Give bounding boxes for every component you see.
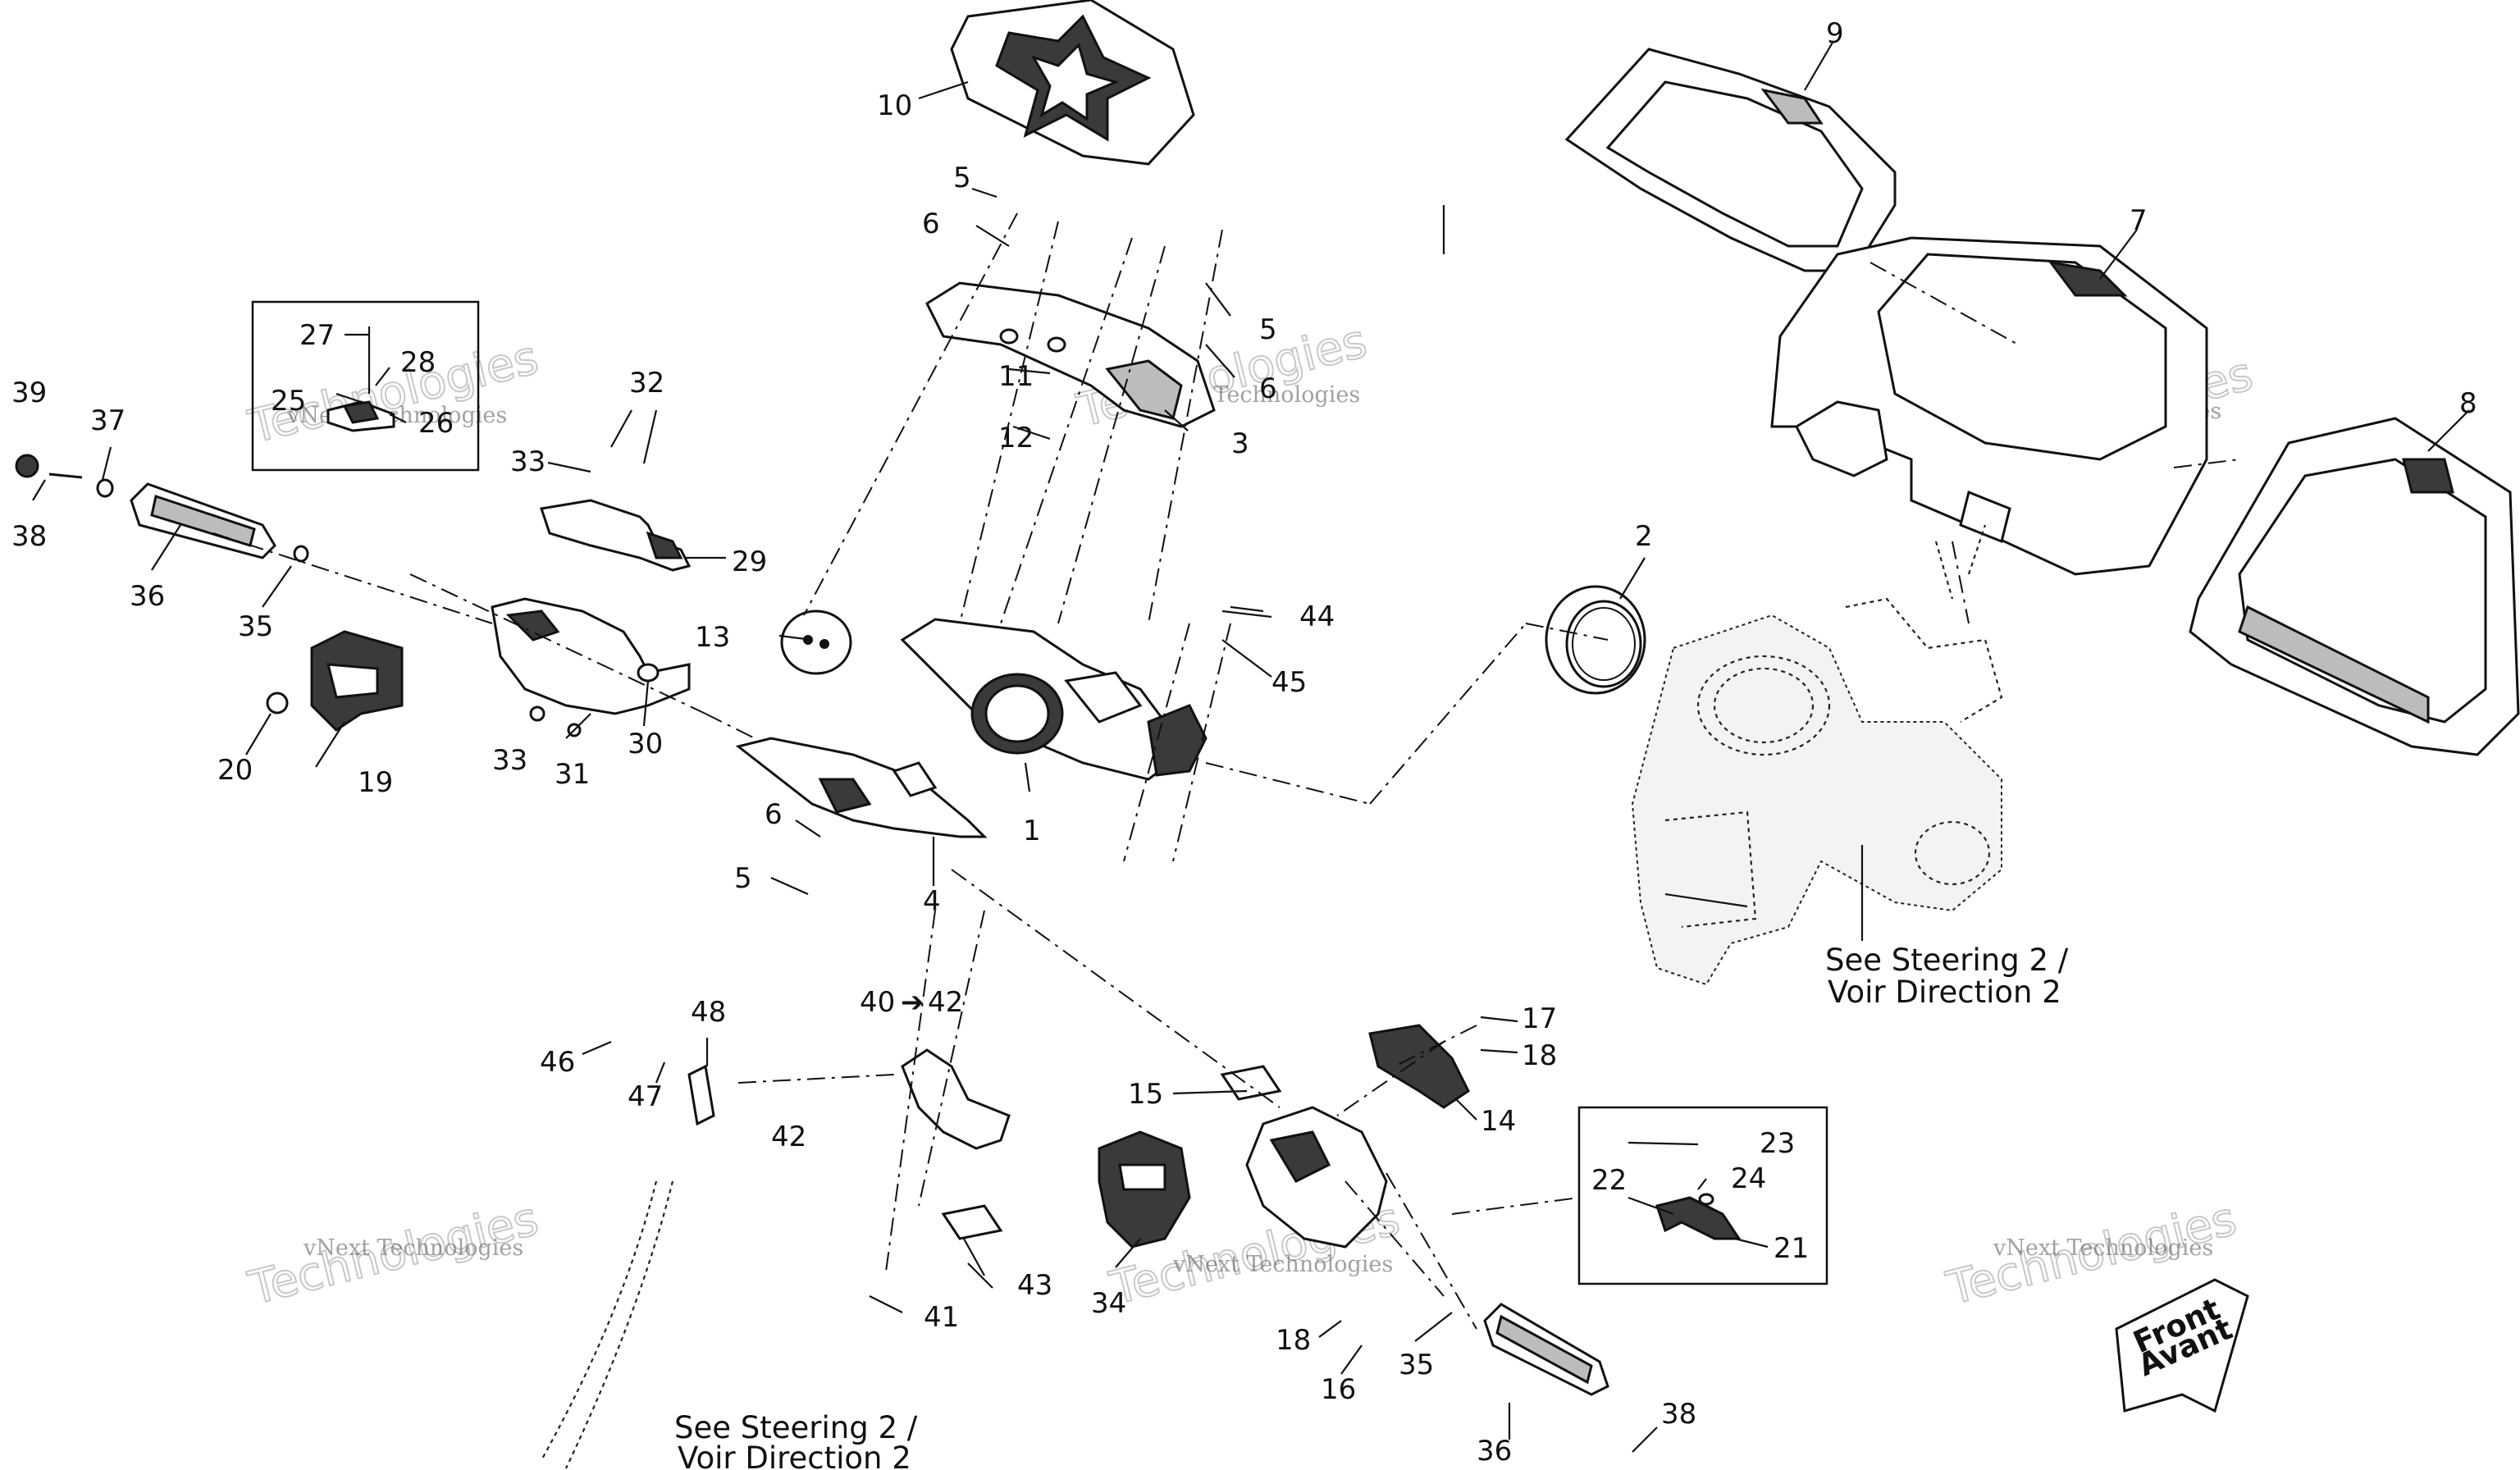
part-19-cover	[310, 630, 404, 732]
front-badge: Front Avant	[2115, 1278, 2249, 1413]
callout-5-bottom: 5	[734, 862, 752, 895]
callout-6-bottom: 6	[765, 798, 783, 831]
callout-35-right: 35	[1399, 1349, 1434, 1381]
watermark-small: vNext Technologies	[1993, 1235, 2213, 1261]
part-7-console-housing	[1770, 236, 2208, 576]
callout-33-bottom: 33	[492, 744, 527, 777]
part-4-lower-clamp	[735, 737, 988, 838]
callout-47: 47	[628, 1080, 663, 1113]
callout-25: 25	[271, 385, 306, 418]
callout-18-bottom: 18	[1276, 1324, 1311, 1357]
watermark-small: vNext Technologies	[1172, 1252, 1393, 1277]
callout-labels: 10 9 7 8 2 3 1 4 5 6 5 6 11 12 13 6 5 44…	[11, 17, 2477, 1468]
callout-24: 24	[1731, 1162, 1766, 1195]
callout-46: 46	[540, 1046, 575, 1079]
callout-37: 37	[90, 404, 126, 437]
callout-33-top: 33	[510, 445, 546, 478]
callout-7: 7	[2130, 204, 2148, 237]
callout-4: 4	[923, 885, 941, 918]
small-hardware-left	[15, 454, 582, 737]
callout-19: 19	[358, 766, 393, 799]
callout-8: 8	[2459, 387, 2477, 420]
part-2-ring	[1545, 585, 1646, 695]
callout-20: 20	[217, 754, 253, 787]
callout-31: 31	[555, 758, 590, 791]
callout-18-top: 18	[1522, 1039, 1557, 1072]
callout-16: 16	[1321, 1373, 1356, 1406]
callout-5-right: 5	[1259, 313, 1277, 346]
note-steering-bottom-line2: Voir Direction 2	[678, 1440, 911, 1470]
part-3-upper-clamp	[925, 281, 1216, 428]
callout-29: 29	[732, 546, 767, 578]
callout-34: 34	[1091, 1287, 1126, 1320]
watermark-small: vNext Technologies	[286, 403, 507, 428]
steering-column-ghost	[1631, 524, 2003, 986]
callout-42-bottom: 42	[771, 1121, 806, 1153]
callout-6-right: 6	[1259, 372, 1277, 405]
callout-26: 26	[418, 407, 454, 440]
callout-41: 41	[924, 1301, 959, 1334]
callout-35-left: 35	[238, 610, 273, 643]
callout-11: 11	[998, 360, 1034, 393]
callout-12: 12	[998, 422, 1034, 454]
part-15-right-control	[1220, 1065, 1388, 1249]
watermark-small: vNext Technologies	[303, 1235, 523, 1261]
callout-3: 3	[1231, 427, 1249, 460]
cable-assembly	[541, 1064, 715, 1469]
callout-38-left: 38	[11, 520, 47, 553]
callout-15: 15	[1128, 1078, 1163, 1111]
callout-2: 2	[1635, 520, 1653, 553]
part-29-bracket	[540, 499, 692, 572]
callout-40: 40	[860, 986, 895, 1019]
part-40-42-bracket	[901, 1048, 1011, 1240]
callout-48: 48	[691, 996, 726, 1029]
part-34-switch	[1098, 1130, 1191, 1249]
note-steering-bottom-line1: See Steering 2 /	[674, 1410, 918, 1445]
part-30-left-control	[491, 597, 691, 715]
callout-28: 28	[400, 346, 436, 379]
callout-42-top: 42	[928, 986, 963, 1019]
callout-22: 22	[1591, 1164, 1627, 1197]
note-steering-right-line1: See Steering 2 /	[1825, 943, 2069, 978]
callout-10: 10	[877, 89, 912, 122]
callout-1: 1	[1023, 815, 1041, 847]
inset-box-21-24	[1577, 1106, 1828, 1285]
callout-39: 39	[11, 377, 47, 409]
alignment-lines	[212, 212, 2240, 1330]
callout-21: 21	[1774, 1232, 1809, 1265]
callout-14: 14	[1481, 1105, 1516, 1138]
part-36-right-grip	[1483, 1303, 1609, 1396]
inset-box-25-28	[251, 300, 480, 472]
callout-17: 17	[1522, 1002, 1557, 1035]
callout-45: 45	[1271, 666, 1307, 699]
callout-30: 30	[628, 728, 663, 760]
part-9-bezel	[1564, 48, 1897, 272]
part-13-disc	[780, 609, 852, 675]
callout-36-right: 36	[1477, 1435, 1512, 1468]
callout-9: 9	[1826, 17, 1844, 50]
callout-32: 32	[629, 367, 664, 399]
callout-23: 23	[1760, 1127, 1795, 1160]
cross-reference-notes: See Steering 2 / Voir Direction 2 See St…	[674, 943, 2069, 1470]
callout-arrow: ➔	[901, 986, 924, 1019]
note-steering-right-line2: Voir Direction 2	[1828, 975, 2061, 1010]
callout-5-top: 5	[953, 162, 971, 194]
part-1-handlebar	[900, 618, 1208, 781]
callout-13: 13	[695, 621, 730, 654]
callout-38-right: 38	[1661, 1398, 1696, 1431]
part-10-top-cover	[950, 0, 1195, 166]
part-8-gauge-frame	[2189, 417, 2520, 756]
leader-lines	[32, 40, 2470, 1453]
callout-43: 43	[1017, 1269, 1052, 1302]
callout-36-left: 36	[130, 580, 165, 613]
callout-27: 27	[299, 319, 335, 352]
callout-44: 44	[1299, 600, 1335, 633]
callout-6-top: 6	[922, 208, 940, 240]
